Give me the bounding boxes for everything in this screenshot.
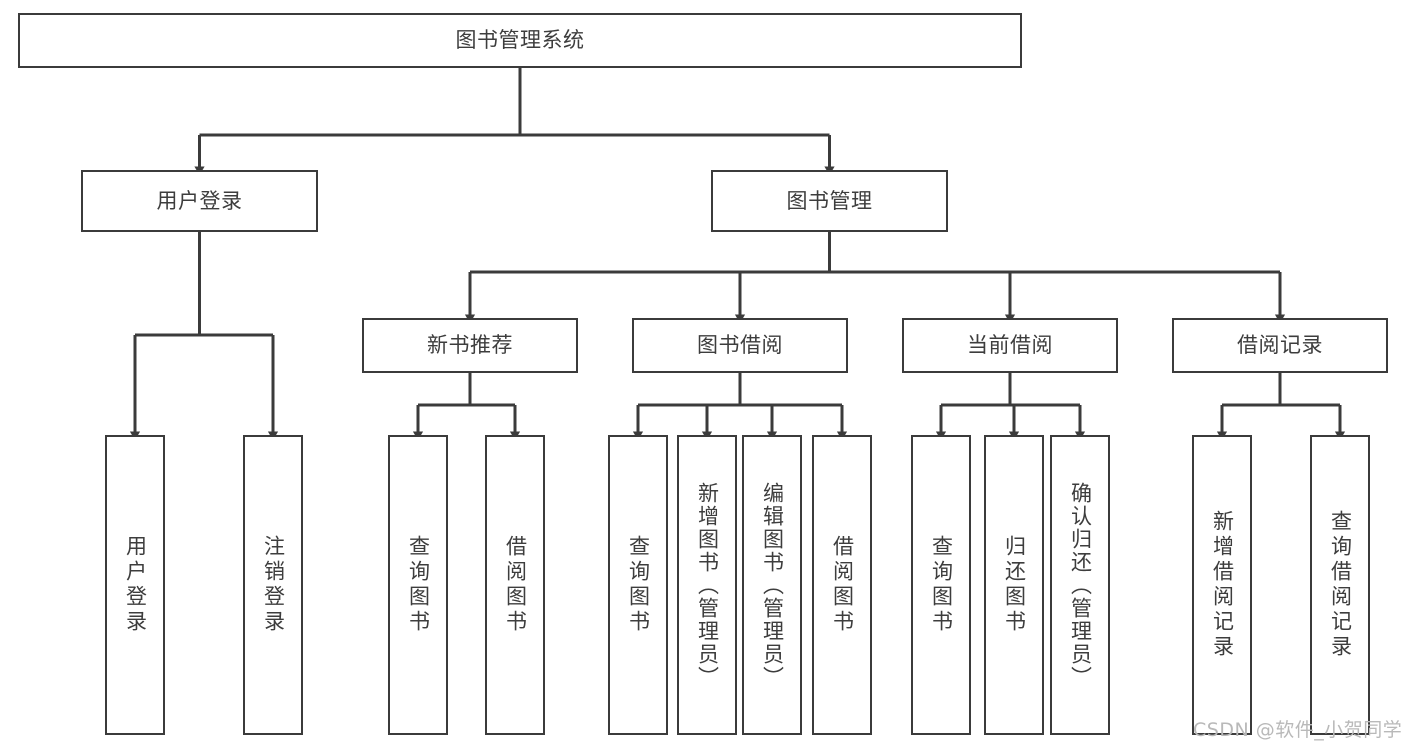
- node-leaf-leaf-query-book-2[interactable]: 查询图书: [608, 435, 668, 735]
- node-label: 用户登录: [123, 535, 148, 635]
- node-label: 当前借阅: [967, 333, 1053, 358]
- node-label: 图书管理系统: [455, 28, 585, 53]
- node-label: 新增图书（管理员）: [695, 481, 720, 689]
- node-leaf-leaf-user-login[interactable]: 用户登录: [105, 435, 165, 735]
- node-label: 注销登录: [261, 535, 286, 635]
- node-label: 借阅图书: [503, 535, 528, 635]
- node-leaf-leaf-user-logout[interactable]: 注销登录: [243, 435, 303, 735]
- node-label: 查询图书: [406, 535, 431, 635]
- node-module-book-manage[interactable]: 图书管理: [711, 170, 948, 232]
- node-label: 查询图书: [929, 535, 954, 635]
- node-label: 归还图书: [1002, 535, 1027, 635]
- node-label: 查询借阅记录: [1328, 510, 1353, 660]
- node-leaf-leaf-query-book-3[interactable]: 查询图书: [911, 435, 971, 735]
- node-submodule-borrow-record[interactable]: 借阅记录: [1172, 318, 1388, 373]
- node-module-user-login[interactable]: 用户登录: [81, 170, 318, 232]
- node-submodule-current-borrow[interactable]: 当前借阅: [902, 318, 1118, 373]
- node-label: 编辑图书（管理员）: [760, 481, 785, 689]
- node-leaf-leaf-borrow-book-2[interactable]: 借阅图书: [812, 435, 872, 735]
- node-submodule-book-borrow[interactable]: 图书借阅: [632, 318, 848, 373]
- node-label: 图书借阅: [697, 333, 783, 358]
- node-leaf-leaf-query-borrow-record[interactable]: 查询借阅记录: [1310, 435, 1370, 735]
- node-label: 新增借阅记录: [1210, 510, 1235, 660]
- node-label: 查询图书: [626, 535, 651, 635]
- node-label: 确认归还（管理员）: [1068, 481, 1093, 689]
- node-leaf-leaf-return-book[interactable]: 归还图书: [984, 435, 1044, 735]
- node-label: 新书推荐: [427, 333, 513, 358]
- csdn-watermark: CSDN @软件_小贺同学: [1193, 719, 1403, 741]
- node-leaf-leaf-query-book-1[interactable]: 查询图书: [388, 435, 448, 735]
- node-label: 借阅记录: [1237, 333, 1323, 358]
- node-label: 借阅图书: [830, 535, 855, 635]
- node-label: 图书管理: [786, 188, 873, 213]
- node-leaf-leaf-add-book-admin[interactable]: 新增图书（管理员）: [677, 435, 737, 735]
- node-root-root[interactable]: 图书管理系统: [18, 13, 1022, 68]
- node-leaf-leaf-add-borrow-record[interactable]: 新增借阅记录: [1192, 435, 1252, 735]
- node-leaf-leaf-edit-book-admin[interactable]: 编辑图书（管理员）: [742, 435, 802, 735]
- node-submodule-new-book-recommend[interactable]: 新书推荐: [362, 318, 578, 373]
- node-leaf-leaf-confirm-return-admin[interactable]: 确认归还（管理员）: [1050, 435, 1110, 735]
- node-leaf-leaf-borrow-book-1[interactable]: 借阅图书: [485, 435, 545, 735]
- node-label: 用户登录: [156, 188, 243, 213]
